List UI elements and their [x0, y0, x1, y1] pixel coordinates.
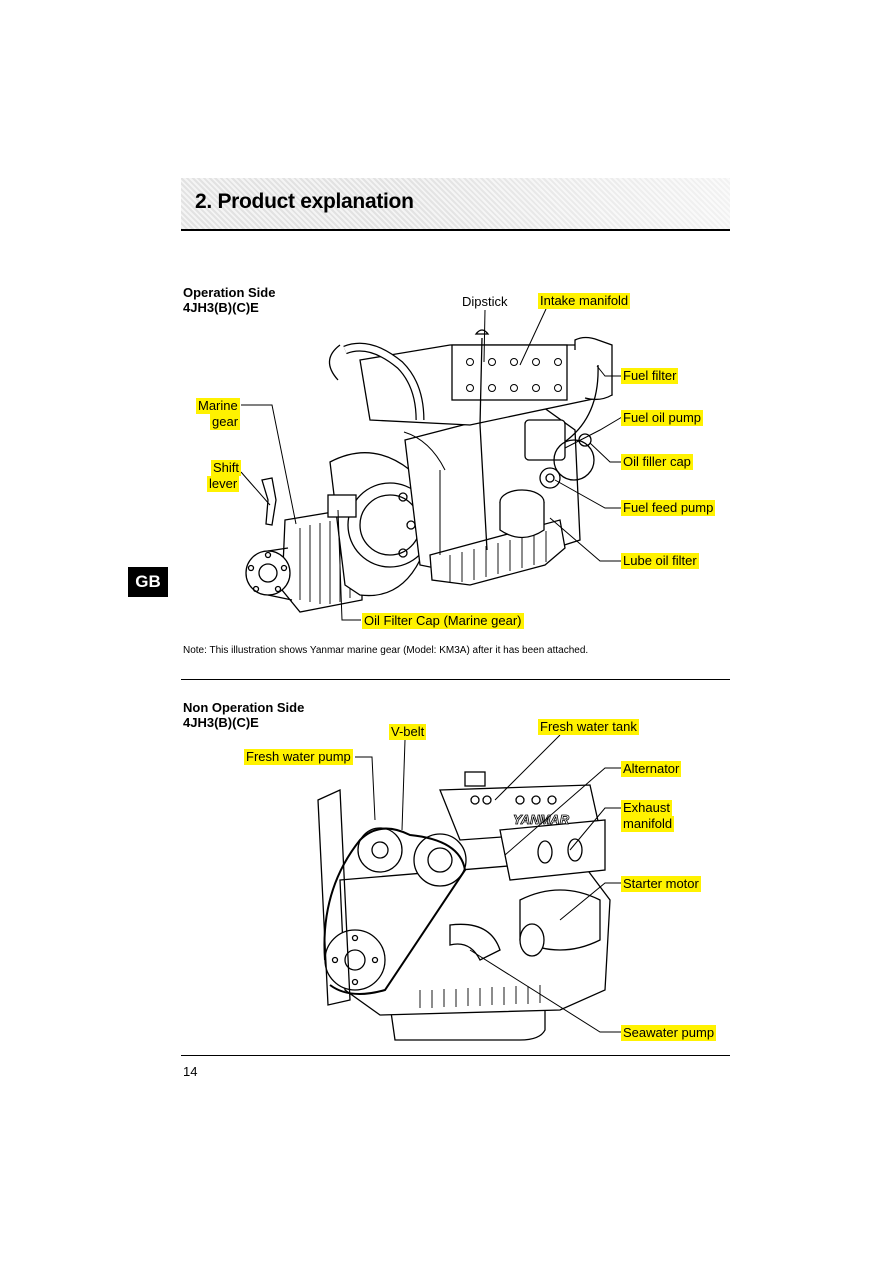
label-lube-oil-filter: Lube oil filter [621, 553, 699, 569]
label-oil-filter-cap-marine-gear: Oil Filter Cap (Marine gear) [362, 613, 524, 629]
brand-yanmar-text: YANMAR [513, 812, 570, 827]
label-marine-gear-line2: gear [210, 414, 241, 430]
operation-side-heading: Operation Side [183, 285, 276, 300]
label-fuel-feed-pump: Fuel feed pump [621, 500, 716, 516]
illustration-note: Note: This illustration shows Yanmar mar… [183, 645, 589, 656]
footer-rule [181, 1055, 730, 1056]
label-shift-lever-line2: lever [207, 476, 240, 492]
label-intake-manifold: Intake manifold [538, 293, 631, 309]
title-rule [181, 229, 730, 231]
operation-side-model: 4JH3(B)(C)E [183, 300, 259, 315]
label-alternator: Alternator [621, 761, 682, 777]
non-operation-side-model: 4JH3(B)(C)E [183, 715, 259, 730]
label-shift-lever-line1: Shift [211, 460, 242, 476]
label-fuel-filter: Fuel filter [621, 368, 679, 384]
label-fresh-water-tank: Fresh water tank [538, 719, 639, 735]
label-seawater-pump: Seawater pump [621, 1025, 717, 1041]
label-dipstick: Dipstick [462, 294, 508, 309]
page-title: 2. Product explanation [195, 190, 414, 213]
label-oil-filler-cap: Oil filler cap [621, 454, 693, 470]
label-v-belt: V-belt [389, 724, 427, 740]
label-marine-gear-line1: Marine [196, 398, 240, 414]
label-exhaust-manifold-line1: Exhaust [621, 800, 672, 816]
header-band [181, 178, 730, 230]
language-tab: GB [128, 567, 168, 597]
label-exhaust-manifold-line2: manifold [621, 816, 675, 832]
page-number: 14 [183, 1064, 198, 1079]
label-fuel-oil-pump: Fuel oil pump [621, 410, 704, 426]
label-fresh-water-pump: Fresh water pump [244, 749, 353, 765]
label-starter-motor: Starter motor [621, 876, 701, 892]
non-operation-side-heading: Non Operation Side [183, 700, 305, 715]
section-divider [181, 679, 730, 680]
